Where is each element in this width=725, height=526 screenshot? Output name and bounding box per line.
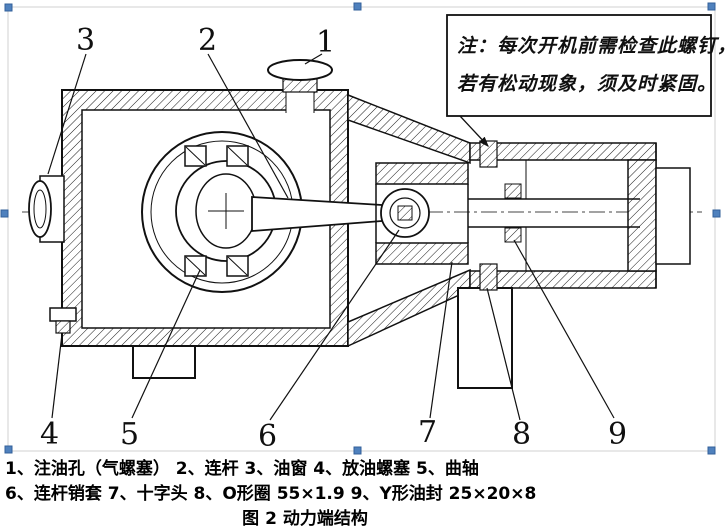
leader-line-1 (304, 53, 323, 65)
selection-handle-bottom-left[interactable] (4, 445, 13, 454)
pump-section-drawing: 注：每次开机前需检查此螺钉， 若有松动现象，须及时紧固。 3 2 1 4 5 6… (0, 2, 725, 455)
plunger-rod (468, 160, 640, 271)
leader-line-7 (429, 261, 453, 419)
leader-line-3 (47, 53, 87, 175)
callout-3: 3 (76, 23, 95, 58)
selection-handle-left-center[interactable] (0, 209, 9, 218)
selection-handle-bottom-right[interactable] (707, 446, 716, 455)
crosshead (375, 162, 469, 265)
callout-4: 4 (40, 417, 59, 452)
left-foot (132, 345, 196, 379)
oil-window (28, 175, 65, 243)
callout-7: 7 (418, 415, 437, 450)
right-foot (457, 287, 513, 389)
note-arrow (459, 115, 489, 147)
callout-numbers: 3 2 1 4 5 6 7 8 9 (40, 23, 627, 454)
oil-drain-plug (49, 307, 77, 334)
leader-line-2 (207, 53, 289, 199)
selection-handle-top-right[interactable] (707, 2, 716, 11)
y-seal-top (504, 183, 522, 199)
selection-handle-bottom-center[interactable] (353, 446, 362, 455)
note-line-2: 若有松动现象，须及时紧固。 (457, 73, 717, 95)
caption-line-1: 1、注油孔（气螺塞） 2、连杆 3、油窗 4、放油螺塞 5、曲轴 (5, 459, 479, 479)
y-seal-bottom (504, 227, 522, 243)
selection-handles[interactable] (0, 2, 721, 455)
leader-line-6 (269, 229, 400, 421)
leader-line-5 (131, 269, 201, 419)
connecting-rod (251, 196, 383, 232)
gland-screw-bottom (479, 263, 498, 291)
caption-figure-title: 图 2 动力端结构 (242, 509, 368, 526)
leader-line-8 (486, 287, 521, 421)
gland-screw-top (479, 140, 498, 168)
right-cylinder-housing (469, 142, 691, 289)
leader-lines (47, 53, 615, 421)
leader-line-9 (513, 239, 615, 419)
callout-8: 8 (512, 417, 531, 452)
callout-5: 5 (120, 417, 139, 452)
callout-1: 1 (316, 25, 335, 60)
oil-fill-plug (267, 59, 333, 113)
selection-handle-right-center[interactable] (712, 209, 721, 218)
selection-handle-top-left[interactable] (4, 3, 13, 12)
leader-line-4 (51, 333, 63, 419)
figure-caption: 1、注油孔（气螺塞） 2、连杆 3、油窗 4、放油螺塞 5、曲轴 6、连杆销套 … (5, 457, 721, 526)
crankshaft (141, 131, 303, 293)
selection-handle-top-center[interactable] (353, 2, 362, 11)
note-box: 注：每次开机前需检查此螺钉， 若有松动现象，须及时紧固。 (446, 14, 725, 147)
note-line-1: 注：每次开机前需检查此螺钉， (457, 35, 725, 57)
callout-9: 9 (608, 417, 627, 452)
callout-2: 2 (198, 23, 217, 58)
caption-line-2: 6、连杆销套 7、十字头 8、O形圈 55×1.9 9、Y形油封 25×20×8 (5, 484, 537, 504)
callout-6: 6 (258, 419, 277, 454)
